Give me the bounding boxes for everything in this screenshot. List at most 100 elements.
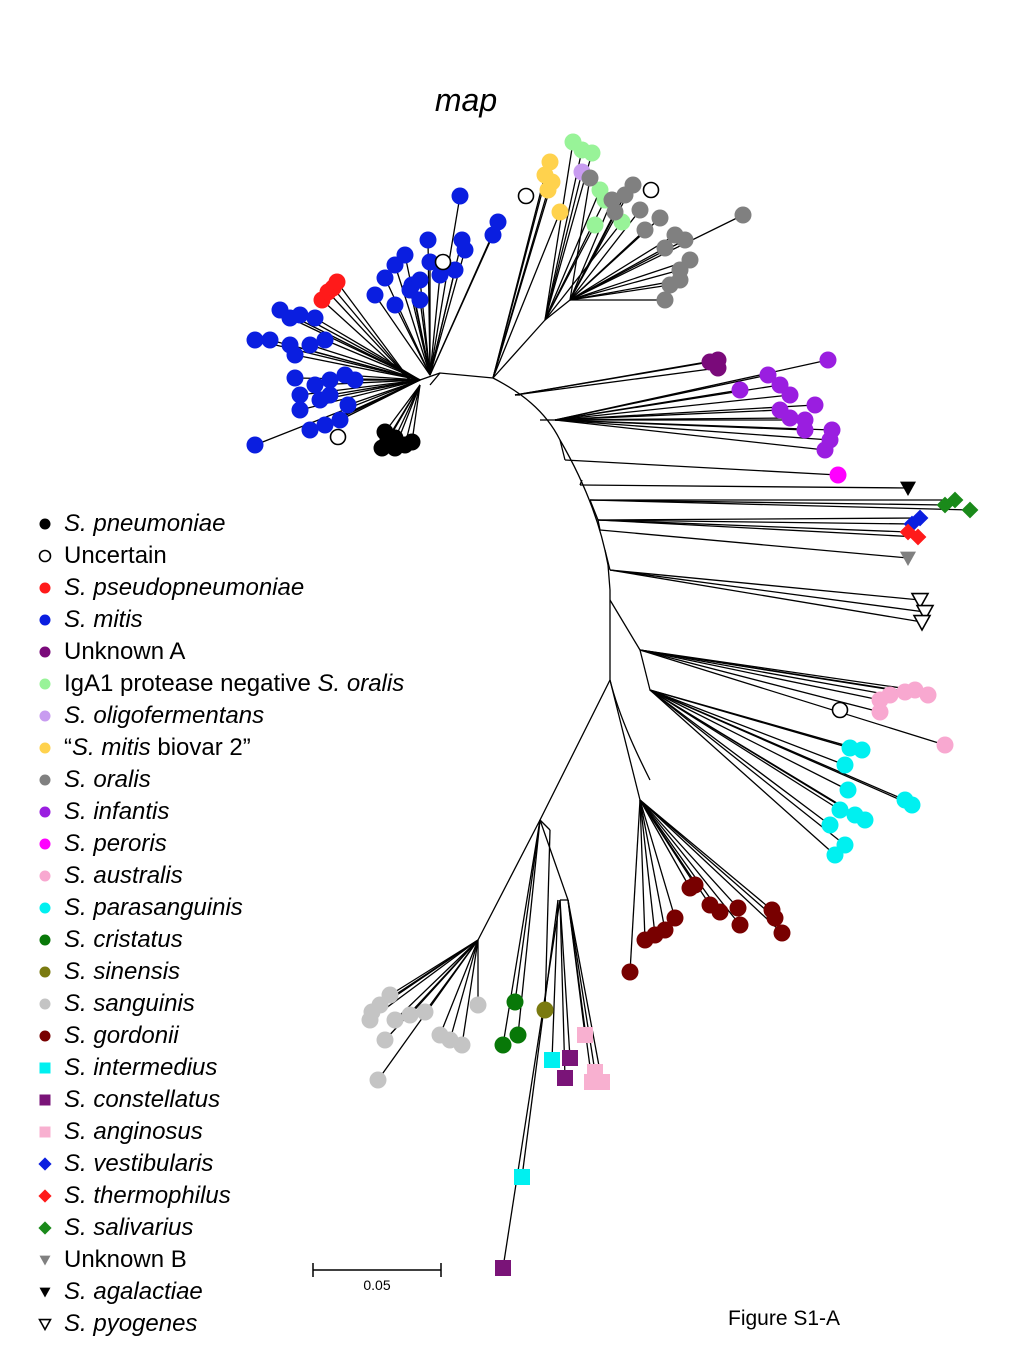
tip-marker (796, 421, 814, 439)
legend-label: S. gordonii (64, 1022, 179, 1050)
legend-label-italic: S. sanguinis (64, 990, 195, 1017)
tree-branch (639, 649, 891, 696)
tip-marker (831, 801, 849, 819)
tree-branch (314, 317, 421, 381)
tip-marker (261, 331, 279, 349)
tip-marker (900, 551, 916, 566)
tip-marker (836, 756, 854, 774)
tree-branch (502, 819, 541, 1046)
tip-marker (544, 1052, 560, 1068)
legend-label: Uncertain (64, 542, 167, 570)
tip-marker (246, 436, 264, 454)
legend-label: S. pseudopneumoniae (64, 574, 304, 602)
tip-marker (316, 416, 334, 434)
tip-marker (291, 401, 309, 419)
tip-marker (676, 231, 694, 249)
legend-item: S. pseudopneumoniae (34, 572, 404, 604)
tip-marker (419, 231, 437, 249)
legend-label: “S. mitis biovar 2” (64, 734, 251, 762)
legend-marker (39, 1030, 51, 1042)
tip-marker (339, 396, 357, 414)
tree-branch (492, 211, 561, 379)
tip-marker (321, 386, 339, 404)
legend-label-prefix: Uncertain (64, 542, 167, 569)
legend-marker-icon (39, 1287, 51, 1298)
tip-marker (509, 1026, 527, 1044)
tip-marker (396, 246, 414, 264)
tip-marker (656, 291, 674, 309)
tip-marker (421, 253, 439, 271)
tree-branch (544, 221, 623, 321)
tree-branch (649, 689, 846, 766)
tree-branch (554, 359, 829, 421)
tip-marker (909, 528, 927, 546)
legend-item: S. intermedius (34, 1052, 404, 1084)
tree-branch (649, 689, 836, 856)
tree-branch (411, 384, 421, 443)
tip-marker (366, 286, 384, 304)
tip-marker (431, 266, 449, 284)
tip-marker (936, 736, 954, 754)
tree-branch (569, 247, 666, 301)
tree-branch (554, 419, 826, 451)
legend-marker-icon (39, 870, 51, 882)
tree-branch (374, 294, 431, 376)
tree-branch (649, 689, 849, 791)
tree-branch (609, 569, 921, 601)
legend-label-italic: S. parasanguinis (64, 894, 243, 921)
tree-branch (439, 939, 479, 1036)
legend-label: S. oligofermentans (64, 702, 264, 730)
tip-marker (376, 1031, 394, 1049)
tree-branch (639, 799, 646, 941)
legend-label: S. thermophilus (64, 1182, 231, 1210)
legend-label-italic: S. oralis (64, 766, 151, 793)
tree-branch (327, 291, 411, 381)
tip-marker-uncertain (329, 428, 347, 446)
legend-item: S. pyogenes (34, 1308, 404, 1340)
tree-branch (649, 689, 863, 751)
legend-label: S. infantis (64, 798, 169, 826)
legend-item: S. salivarius (34, 1212, 404, 1244)
legend-marker-icon (39, 614, 51, 626)
tree-branch (389, 939, 479, 996)
tree-branch (639, 799, 773, 911)
tree-branch (429, 195, 461, 376)
tip-marker (469, 996, 487, 1014)
tip-marker (583, 144, 601, 162)
legend-marker (39, 902, 51, 914)
tip-marker (584, 1074, 600, 1090)
legend-label-italic: S. agalactiae (64, 1278, 203, 1305)
tree-branch (589, 499, 599, 521)
tree-branch (559, 899, 566, 1079)
tip-marker (819, 351, 837, 369)
legend-marker (38, 1318, 52, 1332)
legend-label: S. vestibularis (64, 1150, 213, 1178)
tip-marker (806, 396, 824, 414)
tip-marker (506, 993, 524, 1011)
tree-branch (544, 149, 583, 321)
tip-marker (321, 371, 339, 389)
tree-branch (309, 344, 421, 381)
legend-label-italic: S. thermophilus (64, 1182, 231, 1209)
legend-label: IgA1 protease negative S. oralis (64, 670, 404, 698)
tip-marker (823, 421, 841, 439)
legend-item: S. pneumoniae (34, 508, 404, 540)
legend-label-italic: S. sinensis (64, 958, 181, 985)
tree-branch (639, 799, 739, 909)
tip-marker (451, 187, 469, 205)
legend-marker-icon (39, 518, 51, 530)
legend-label-italic: S. anginosus (64, 1118, 203, 1145)
legend-label-italic: S. oligofermentans (64, 702, 265, 729)
legend-item: S. anginosus (34, 1116, 404, 1148)
legend-marker (39, 838, 51, 850)
legend-item: S. sinensis (34, 956, 404, 988)
tree-branch (567, 899, 593, 1083)
legend-label: S. salivarius (64, 1214, 193, 1242)
tree-branch (609, 569, 926, 613)
legend-item: S. vestibularis (34, 1148, 404, 1180)
legend-marker (39, 1287, 51, 1298)
tip-marker (331, 411, 349, 429)
legend-marker (39, 870, 51, 882)
legend-label-prefix: Unknown A (64, 638, 186, 665)
tip-marker (919, 686, 937, 704)
